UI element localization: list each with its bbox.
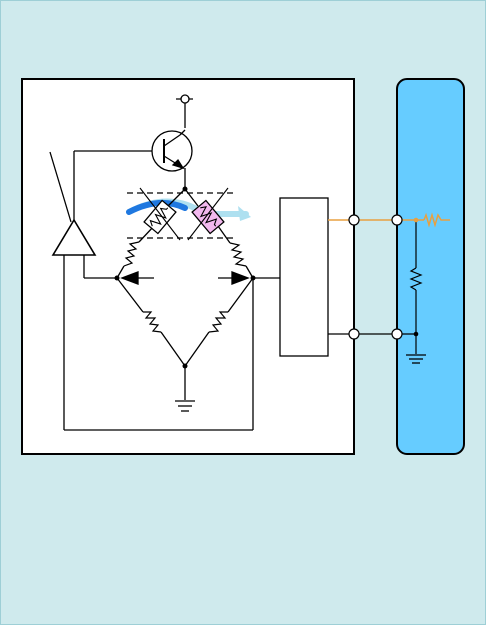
heater-trim-arrow [139,187,181,241]
bridge-wiring [116,188,280,400]
amplifier-triangle-icon [49,151,254,431]
differential-arrows [120,271,250,285]
power-terminal-icon [176,94,193,128]
interface-circuit-block [279,197,329,357]
ground-icon [406,354,426,364]
bridge-resistor [143,311,162,333]
sensor-trim-arrow [187,187,229,241]
bridge-nodes [114,186,256,369]
host-device-block [396,78,465,455]
bridge-resistor [208,311,228,333]
host-load-resistor [409,220,423,354]
ground-icon [175,400,195,412]
npn-transistor-icon [73,129,193,222]
connector-terminal [348,214,403,340]
bridge-resistor [123,241,140,267]
bridge-resistor [229,242,247,267]
host-nodes [413,217,419,337]
